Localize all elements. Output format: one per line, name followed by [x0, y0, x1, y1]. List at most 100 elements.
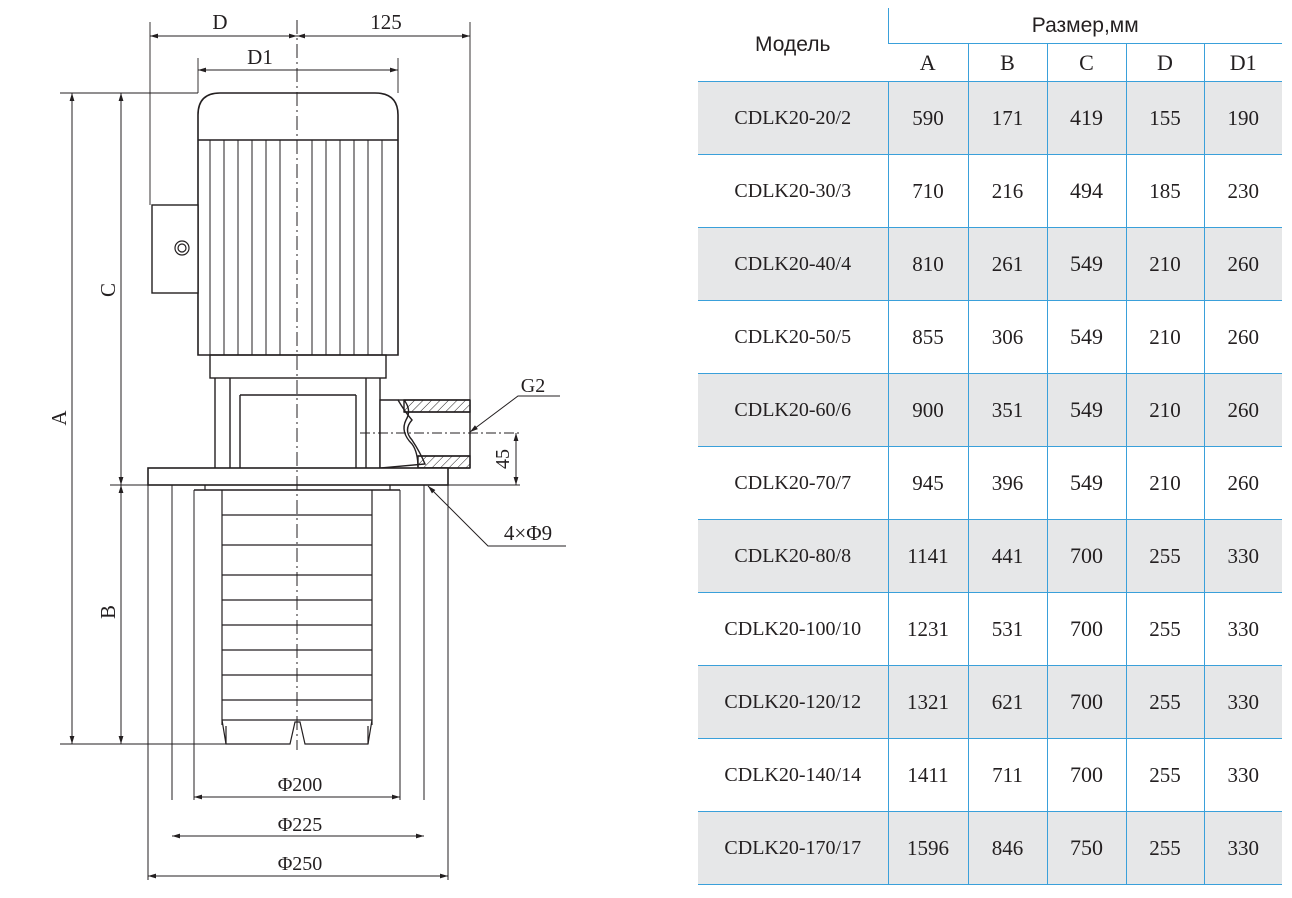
- d1-cell: 230: [1203, 154, 1282, 228]
- d-cell: 155: [1125, 81, 1204, 155]
- d-cell: 255: [1125, 519, 1204, 593]
- d1-cell: 260: [1203, 227, 1282, 301]
- model-cell: CDLK20-170/17: [698, 811, 888, 885]
- table-row: CDLK20-80/8 1141 441 700 255 330: [698, 519, 1282, 593]
- c-cell: 494: [1046, 154, 1126, 228]
- dim-label-a: A: [47, 410, 71, 426]
- table-row: CDLK20-170/17 1596 846 750 255 330: [698, 811, 1282, 885]
- motor-bracket: [209, 354, 387, 468]
- dim-label-g2: G2: [521, 375, 545, 397]
- d-cell: 210: [1125, 300, 1204, 374]
- column-header-d1: D1: [1203, 43, 1282, 82]
- b-cell: 351: [967, 373, 1047, 447]
- table-row: CDLK20-120/12 1321 621 700 255 330: [698, 665, 1282, 739]
- model-cell: CDLK20-50/5: [698, 300, 888, 374]
- dim-label-b: B: [96, 605, 120, 619]
- c-cell: 750: [1046, 811, 1126, 885]
- dim-label-phi250: Φ250: [278, 853, 323, 875]
- outlet-g2: [360, 399, 520, 469]
- c-cell: 700: [1046, 738, 1126, 812]
- d-cell: 185: [1125, 154, 1204, 228]
- d1-cell: 260: [1203, 446, 1282, 520]
- a-cell: 900: [887, 373, 968, 447]
- dim-label-d1: D1: [247, 45, 273, 69]
- table-row: CDLK20-50/5 855 306 549 210 260: [698, 300, 1282, 374]
- c-cell: 549: [1046, 373, 1126, 447]
- d-cell: 210: [1125, 227, 1204, 301]
- pump-dimension-drawing: D 125 D1 A C B G2 45 4×Φ9 Φ200 Φ225 Φ250: [47, 10, 566, 880]
- table-row: CDLK20-40/4 810 261 549 210 260: [698, 227, 1282, 301]
- model-cell: CDLK20-20/2: [698, 81, 888, 155]
- table-row: CDLK20-20/2 590 171 419 155 190: [698, 81, 1282, 155]
- c-cell: 419: [1046, 81, 1126, 155]
- d1-cell: 260: [1203, 373, 1282, 447]
- a-cell: 1321: [887, 665, 968, 739]
- model-cell: CDLK20-140/14: [698, 738, 888, 812]
- b-cell: 171: [967, 81, 1047, 155]
- size-column-header: Размер,мм: [887, 8, 1282, 44]
- model-cell: CDLK20-70/7: [698, 446, 888, 520]
- a-cell: 1411: [887, 738, 968, 812]
- c-cell: 549: [1046, 300, 1126, 374]
- table-row: CDLK20-140/14 1411 711 700 255 330: [698, 738, 1282, 812]
- mounting-flange: [147, 467, 449, 880]
- d-cell: 255: [1125, 738, 1204, 812]
- d-cell: 210: [1125, 373, 1204, 447]
- model-column-header: Модель: [698, 8, 888, 82]
- b-cell: 216: [967, 154, 1047, 228]
- dim-label-d: D: [212, 10, 227, 34]
- b-cell: 306: [967, 300, 1047, 374]
- b-cell: 621: [967, 665, 1047, 739]
- column-header-d: D: [1125, 43, 1204, 82]
- dim-label-holes: 4×Φ9: [504, 521, 552, 545]
- extension-lines: [60, 22, 520, 745]
- c-cell: 700: [1046, 519, 1126, 593]
- column-header-a: A: [888, 43, 968, 82]
- model-cell: CDLK20-80/8: [698, 519, 888, 593]
- d-cell: 255: [1125, 592, 1204, 666]
- model-cell: CDLK20-40/4: [698, 227, 888, 301]
- a-cell: 590: [887, 81, 968, 155]
- terminal-box: [151, 204, 199, 294]
- d1-cell: 330: [1203, 811, 1282, 885]
- b-cell: 396: [967, 446, 1047, 520]
- a-cell: 1141: [887, 519, 968, 593]
- model-cell: CDLK20-100/10: [698, 592, 888, 666]
- model-cell: CDLK20-60/6: [698, 373, 888, 447]
- a-cell: 710: [887, 154, 968, 228]
- model-cell: CDLK20-120/12: [698, 665, 888, 739]
- leader-lines: [427, 395, 566, 547]
- d1-cell: 330: [1203, 592, 1282, 666]
- dim-label-45: 45: [492, 449, 514, 469]
- d-cell: 255: [1125, 811, 1204, 885]
- d1-cell: 330: [1203, 519, 1282, 593]
- b-cell: 531: [967, 592, 1047, 666]
- a-cell: 1596: [887, 811, 968, 885]
- b-cell: 261: [967, 227, 1047, 301]
- c-cell: 700: [1046, 665, 1126, 739]
- dimensions-table: Модель Размер,мм A B C D D1 CDLK20-20/2 …: [698, 8, 1282, 885]
- table-row: CDLK20-70/7 945 396 549 210 260: [698, 446, 1282, 520]
- b-cell: 711: [967, 738, 1047, 812]
- table-row: CDLK20-30/3 710 216 494 185 230: [698, 154, 1282, 228]
- c-cell: 549: [1046, 446, 1126, 520]
- d1-cell: 330: [1203, 665, 1282, 739]
- d1-cell: 190: [1203, 81, 1282, 155]
- model-cell: CDLK20-30/3: [698, 154, 888, 228]
- c-cell: 549: [1046, 227, 1126, 301]
- dim-label-phi225: Φ225: [278, 814, 323, 836]
- d1-cell: 260: [1203, 300, 1282, 374]
- d-cell: 255: [1125, 665, 1204, 739]
- dim-label-phi200: Φ200: [278, 774, 323, 796]
- a-cell: 855: [887, 300, 968, 374]
- table-row: CDLK20-60/6 900 351 549 210 260: [698, 373, 1282, 447]
- d1-cell: 330: [1203, 738, 1282, 812]
- b-cell: 441: [967, 519, 1047, 593]
- a-cell: 945: [887, 446, 968, 520]
- dimension-lines: [69, 33, 519, 879]
- table-row: CDLK20-100/10 1231 531 700 255 330: [698, 592, 1282, 666]
- motor: [197, 92, 399, 356]
- a-cell: 810: [887, 227, 968, 301]
- b-cell: 846: [967, 811, 1047, 885]
- dim-label-c: C: [96, 283, 120, 297]
